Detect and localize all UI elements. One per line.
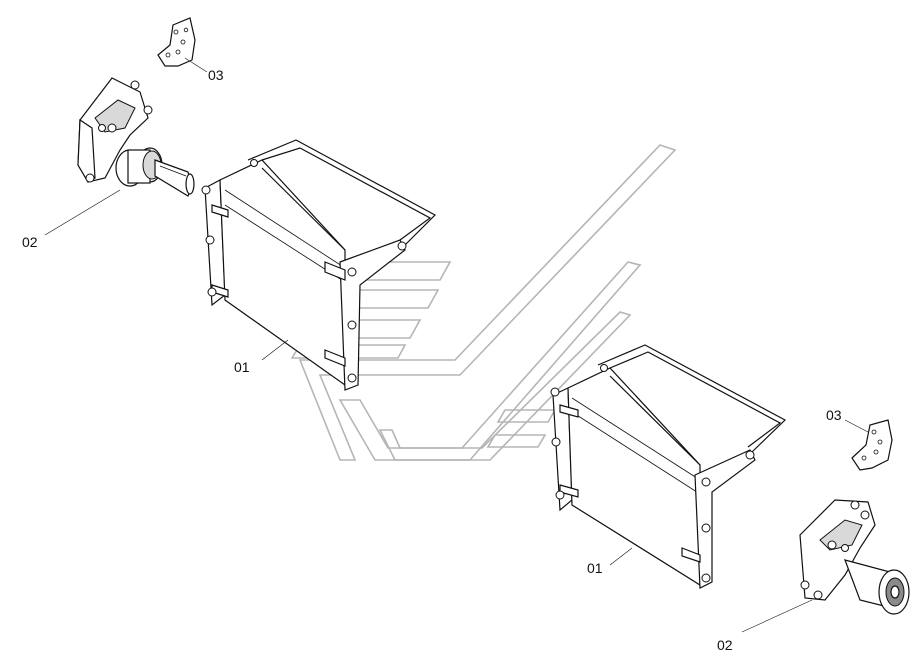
callout-01-upper: 01 (234, 359, 250, 375)
callout-01-lower: 01 (587, 560, 603, 576)
frame-assembly-upper (201, 139, 436, 391)
callout-02-lower: 02 (717, 637, 733, 653)
bearing-bracket-upper (44, 77, 195, 236)
callout-03-lower: 03 (826, 407, 842, 423)
bearing-bracket-lower (741, 499, 910, 633)
callout-03-upper: 03 (208, 67, 224, 83)
frame-assembly-lower (550, 344, 787, 589)
mounting-plate-lower (844, 419, 893, 471)
callout-02-upper: 02 (22, 234, 38, 250)
mounting-plate-upper (157, 17, 208, 73)
watermark-logo (290, 144, 677, 461)
